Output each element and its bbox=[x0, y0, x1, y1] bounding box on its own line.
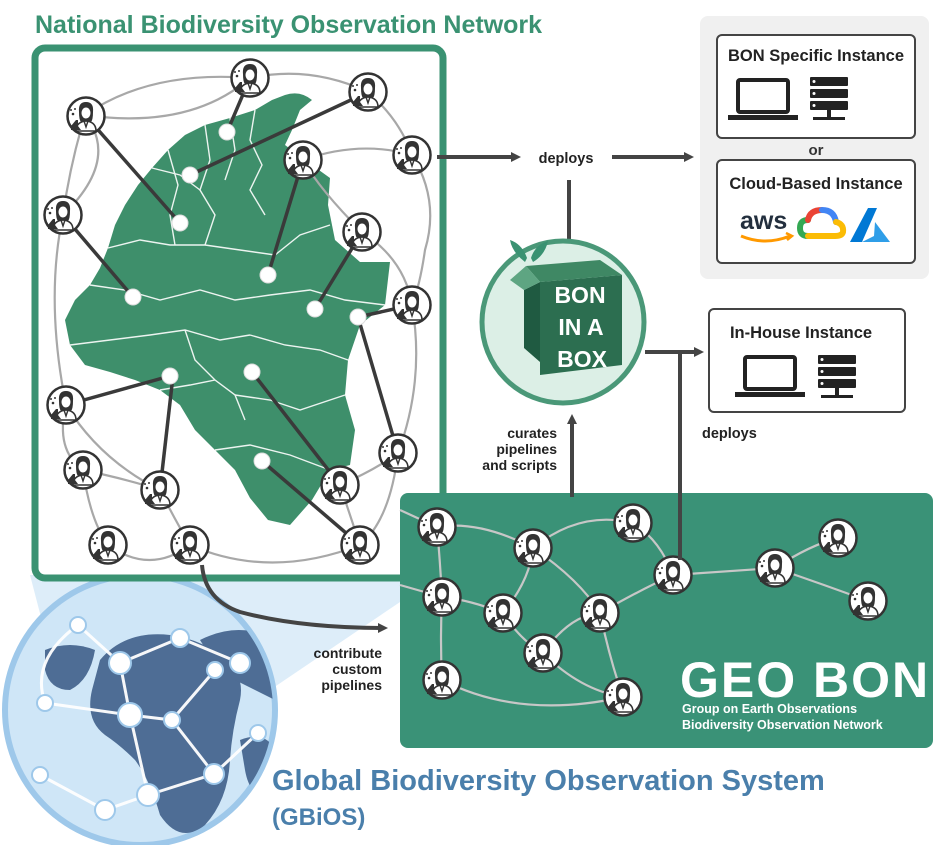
scientist-icon bbox=[417, 507, 457, 547]
google-cloud-icon bbox=[796, 207, 847, 239]
scientist-icon bbox=[392, 135, 432, 175]
department-borders bbox=[69, 109, 386, 471]
scientist-icon bbox=[483, 593, 523, 633]
box-line-3: BOX bbox=[557, 346, 608, 372]
contribute-arrow bbox=[200, 564, 388, 633]
deploys-top-label: deploys bbox=[539, 151, 594, 167]
scientist-icon bbox=[422, 577, 462, 617]
bon-specific-instance: BON Specific Instance bbox=[716, 34, 916, 139]
server-icon bbox=[810, 77, 848, 120]
geobon-line1: Group on Earth Observations bbox=[682, 702, 857, 716]
gbios-globe bbox=[2, 572, 440, 845]
bon-in-a-box-logo: BON IN A BOX bbox=[479, 238, 647, 406]
azure-icon bbox=[850, 208, 890, 242]
deploys-side-label: deploys bbox=[702, 426, 757, 442]
gbios-abbr: (GBiOS) bbox=[272, 804, 365, 831]
scientist-icon bbox=[43, 195, 83, 235]
svg-text:and scripts: and scripts bbox=[482, 457, 557, 473]
scientist-icon bbox=[46, 385, 86, 425]
svg-text:custom: custom bbox=[332, 661, 382, 677]
flow-arrows bbox=[200, 152, 704, 633]
scientist-icon bbox=[66, 96, 106, 136]
scientist-icon bbox=[603, 677, 643, 717]
scientist-icon bbox=[140, 470, 180, 510]
scientist-icon bbox=[580, 593, 620, 633]
svg-text:pipelines: pipelines bbox=[321, 677, 382, 693]
scientist-icon bbox=[848, 581, 888, 621]
svg-text:contribute: contribute bbox=[314, 645, 383, 661]
globe-nodes bbox=[31, 616, 267, 821]
bon-specific-label: BON Specific Instance bbox=[728, 47, 904, 65]
cloud-based-label: Cloud-Based Instance bbox=[729, 175, 902, 193]
scientist-icon bbox=[340, 525, 380, 565]
scientist-icon bbox=[230, 58, 270, 98]
scientist-icon bbox=[422, 660, 462, 700]
scientist-icon bbox=[88, 525, 128, 565]
colombia-map bbox=[65, 93, 390, 525]
in-house-label: In-House Instance bbox=[730, 324, 872, 342]
geobon-line2: Biodiversity Observation Network bbox=[682, 718, 883, 732]
scientist-icon bbox=[523, 633, 563, 673]
aws-logo: aws bbox=[740, 207, 795, 243]
scientist-icon bbox=[63, 450, 103, 490]
box-line-1: BON bbox=[554, 282, 605, 308]
scientist-icon bbox=[320, 465, 360, 505]
scientist-icon bbox=[342, 212, 382, 252]
geobon-logo-text: GEO BON bbox=[680, 652, 930, 708]
scientist-icon bbox=[348, 72, 388, 112]
scientist-icon bbox=[170, 525, 210, 565]
geobon-logo: GEO BON Group on Earth Observations Biod… bbox=[680, 652, 930, 732]
aws-logo-text: aws bbox=[740, 207, 787, 235]
nbon-map-nodes bbox=[124, 123, 367, 470]
scientist-icon bbox=[613, 503, 653, 543]
in-house-instance: In-House Instance bbox=[708, 308, 906, 413]
contribute-label: contribute custom pipelines bbox=[314, 645, 383, 693]
cloud-based-instance: Cloud-Based Instance aws bbox=[716, 159, 916, 264]
scientist-icon bbox=[653, 555, 693, 595]
plant-sprout-icon bbox=[510, 240, 548, 262]
scientist-icon bbox=[283, 140, 323, 180]
gbios-title: Global Biodiversity Observation System bbox=[272, 765, 825, 797]
scientist-icon bbox=[392, 285, 432, 325]
or-label: or bbox=[809, 142, 824, 159]
nbon-title: National Biodiversity Observation Networ… bbox=[35, 11, 542, 39]
scientist-icon bbox=[513, 528, 553, 568]
server-icon bbox=[818, 355, 856, 398]
scientist-icon bbox=[378, 433, 418, 473]
laptop-icon bbox=[728, 78, 798, 120]
svg-text:pipelines: pipelines bbox=[496, 441, 557, 457]
svg-text:curates: curates bbox=[507, 425, 557, 441]
scientist-icon bbox=[818, 518, 858, 558]
curates-label: curates pipelines and scripts bbox=[482, 425, 557, 473]
scientist-icon bbox=[755, 548, 795, 588]
laptop-icon bbox=[735, 355, 805, 397]
box-line-2: IN A bbox=[558, 314, 603, 340]
